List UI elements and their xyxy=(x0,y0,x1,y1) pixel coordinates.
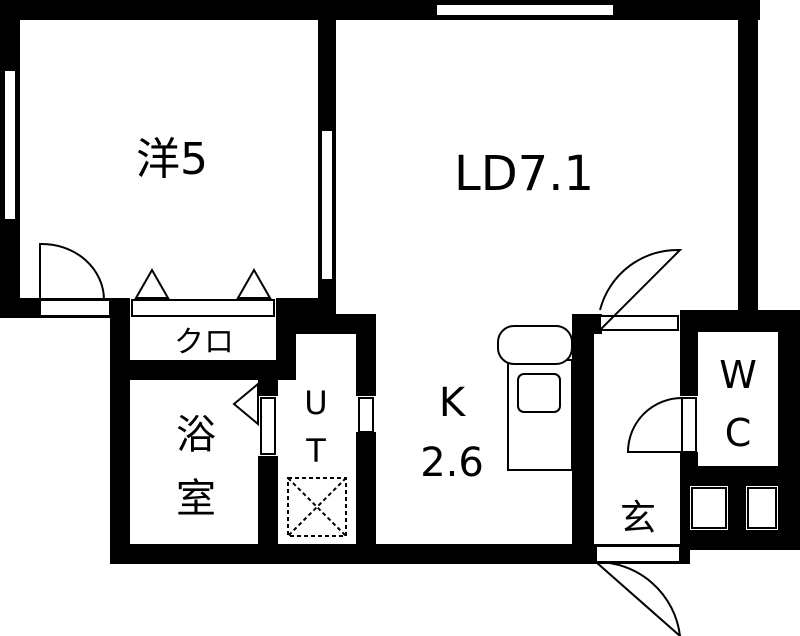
bath-door-triangle xyxy=(232,381,259,427)
washer-pan-diag-1 xyxy=(287,477,347,537)
wall-wc-left xyxy=(680,310,698,396)
wall-bottom-right xyxy=(680,530,800,550)
wall-right-block-top xyxy=(680,310,800,332)
label-kitchen-size: 2.6 xyxy=(420,440,484,486)
label-bathroom-2: 室 xyxy=(176,476,216,522)
wall-bottom xyxy=(110,544,590,564)
door-swing-entrance xyxy=(595,560,682,636)
window-divider xyxy=(320,129,334,281)
closet-triangle-left xyxy=(134,267,170,299)
washer-pan-diag-2 xyxy=(287,477,347,537)
label-bathroom-1: 浴 xyxy=(176,412,216,458)
wc-door-frame xyxy=(681,397,697,453)
kitchen-fixtures xyxy=(497,325,573,471)
closet-frame xyxy=(131,299,275,317)
kitchen-fridge xyxy=(497,325,573,365)
room-labels: 洋5 LD7.1 K 2.6 クロ 浴 室 U T W C 玄 xyxy=(136,134,757,539)
storage-left xyxy=(691,487,727,529)
wall-storage-divider xyxy=(728,486,746,536)
label-utility-1: U xyxy=(304,384,327,422)
window-left-western xyxy=(3,69,17,221)
door-frame-western xyxy=(39,299,111,317)
label-western-room: 洋5 xyxy=(136,134,208,185)
entrance-top-frame xyxy=(599,315,679,331)
door-swing-wc xyxy=(626,396,683,453)
wall-ut-ldk xyxy=(356,314,376,396)
window-top-ld xyxy=(435,3,615,17)
wall-bath-ut-lower xyxy=(258,456,278,556)
closet-door-markers xyxy=(134,267,272,427)
label-living-dining: LD7.1 xyxy=(454,146,594,202)
wall-kitchen-entrance xyxy=(572,314,594,564)
wall-bath-ut xyxy=(258,376,278,396)
closet-triangle-right xyxy=(236,267,272,299)
wall-entrance-top xyxy=(572,314,602,334)
kitchen-sink xyxy=(517,373,561,413)
wall-wc-bottom xyxy=(680,466,800,486)
wall-closet-bottom xyxy=(110,360,296,380)
wall-ut-ldk-lower xyxy=(356,432,376,552)
bath-door-frame xyxy=(260,397,276,455)
wall-entrance-right xyxy=(680,466,690,550)
label-toilet-1: W xyxy=(719,353,757,397)
door-swing-ld-entrance xyxy=(599,248,683,331)
wall-closet-right xyxy=(276,298,296,380)
label-closet: クロ xyxy=(174,325,234,360)
label-entrance: 玄 xyxy=(620,498,656,539)
wall-right-ld xyxy=(738,0,758,316)
wall-right-block-right xyxy=(778,310,800,550)
walls xyxy=(0,0,800,564)
wall-openings xyxy=(3,3,777,563)
washer-pan-frame xyxy=(287,477,347,537)
ut-window xyxy=(358,397,374,433)
door-swings xyxy=(39,242,683,636)
label-utility-2: T xyxy=(305,432,326,470)
wall-bath-left xyxy=(110,298,130,564)
entrance-door-frame xyxy=(595,545,681,563)
storage-right xyxy=(747,487,777,529)
door-swing-western xyxy=(39,242,105,301)
wall-top xyxy=(0,0,760,20)
washer-pan xyxy=(287,477,347,537)
label-toilet-2: C xyxy=(725,411,752,455)
label-kitchen-letter: K xyxy=(439,380,467,426)
